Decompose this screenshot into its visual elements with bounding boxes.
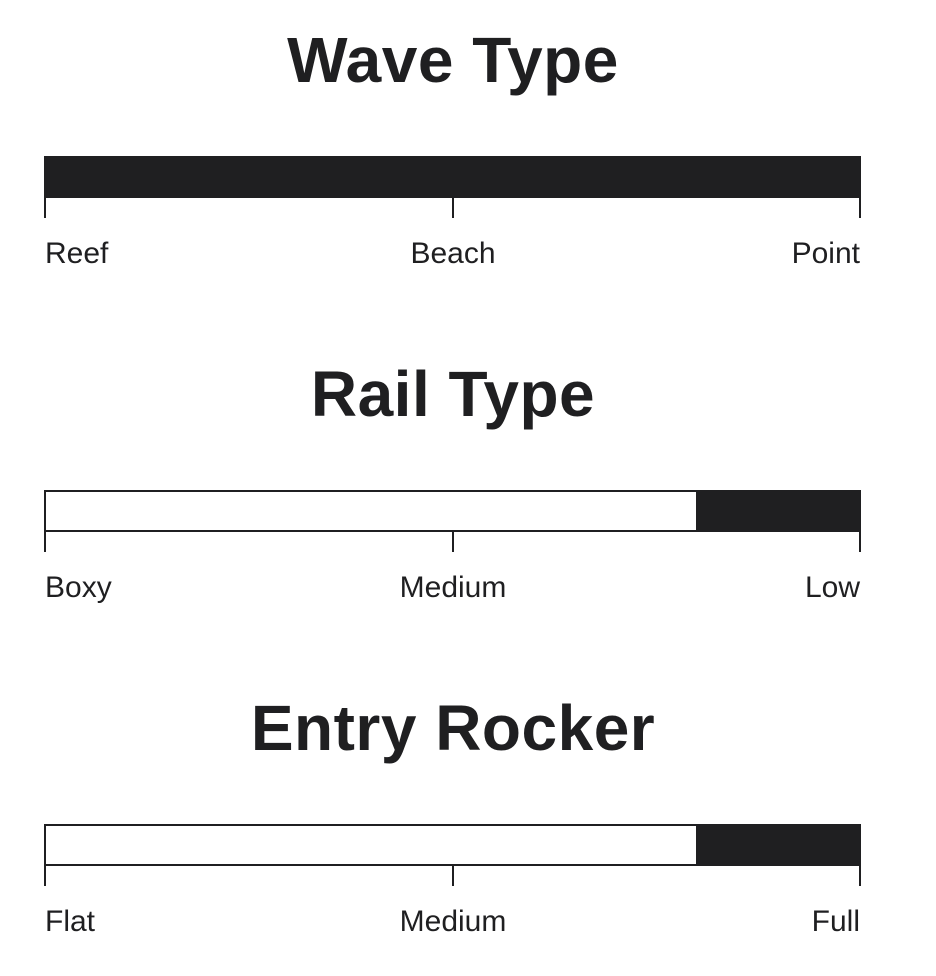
scale-title: Entry Rocker <box>250 692 656 764</box>
scale-label-middle: Beach <box>410 237 496 270</box>
scale-bar-fill <box>46 158 859 196</box>
scale-bar <box>44 824 861 866</box>
tick-left <box>44 532 46 552</box>
scale-bar-fill <box>696 826 859 864</box>
tick-right <box>859 866 861 886</box>
scale-label-middle: Medium <box>399 905 507 938</box>
scale-label-middle: Medium <box>399 571 507 604</box>
scale-title: Wave Type <box>287 24 619 96</box>
scale-label-left: Reef <box>45 237 109 270</box>
scale-label-left: Boxy <box>45 571 112 604</box>
scale-title: Rail Type <box>310 358 596 430</box>
scale-label-right: Low <box>804 571 860 604</box>
scale-bar <box>44 490 861 532</box>
tick-left <box>44 198 46 218</box>
scale-bar <box>44 156 861 198</box>
tick-left <box>44 866 46 886</box>
scale-label-right: Point <box>791 237 860 270</box>
tick-right <box>859 198 861 218</box>
scale-bar-fill <box>696 492 859 530</box>
tick-right <box>859 532 861 552</box>
tick-middle <box>452 866 454 886</box>
tick-middle <box>452 532 454 552</box>
scale-label-right: Full <box>811 905 860 938</box>
tick-middle <box>452 198 454 218</box>
scale-label-left: Flat <box>45 905 96 938</box>
